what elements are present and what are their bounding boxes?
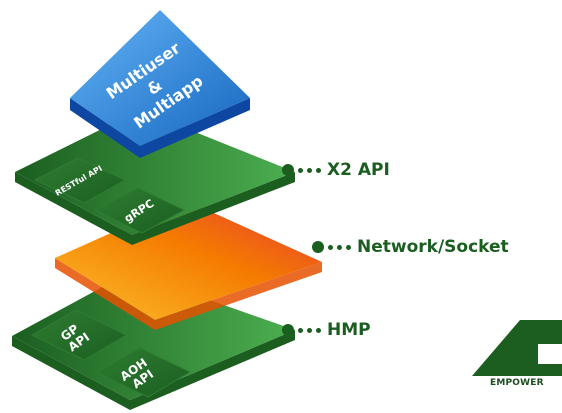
grpc-tile: gRPC (93, 187, 186, 234)
x2-api-label: X2 API (327, 160, 390, 180)
restful-api-tile: RESTful API (33, 157, 127, 204)
x2-api-callout: X2 API (282, 160, 390, 180)
network-socket-callout: Network/Socket (312, 237, 509, 257)
logo-text: EMPOWER (490, 378, 544, 388)
network-socket-label: Network/Socket (357, 237, 509, 257)
hmp-callout: HMP (282, 320, 371, 340)
hmp-label: HMP (327, 320, 371, 340)
x2-api-layer: RESTful API gRPC (15, 110, 295, 245)
hmp-layer: GP API AOH API (12, 272, 295, 410)
connector-dot (282, 324, 294, 336)
connector-dot (282, 164, 294, 176)
gp-api-tile: GP API (30, 309, 128, 361)
connector-dot (312, 241, 324, 253)
aoh-api-tile: AOH API (94, 347, 192, 398)
multiuser-multiapp-layer: Multiuser & Multiapp (70, 10, 250, 158)
svg-text:GP API: GP API (58, 319, 92, 354)
empower-logo (472, 320, 562, 376)
